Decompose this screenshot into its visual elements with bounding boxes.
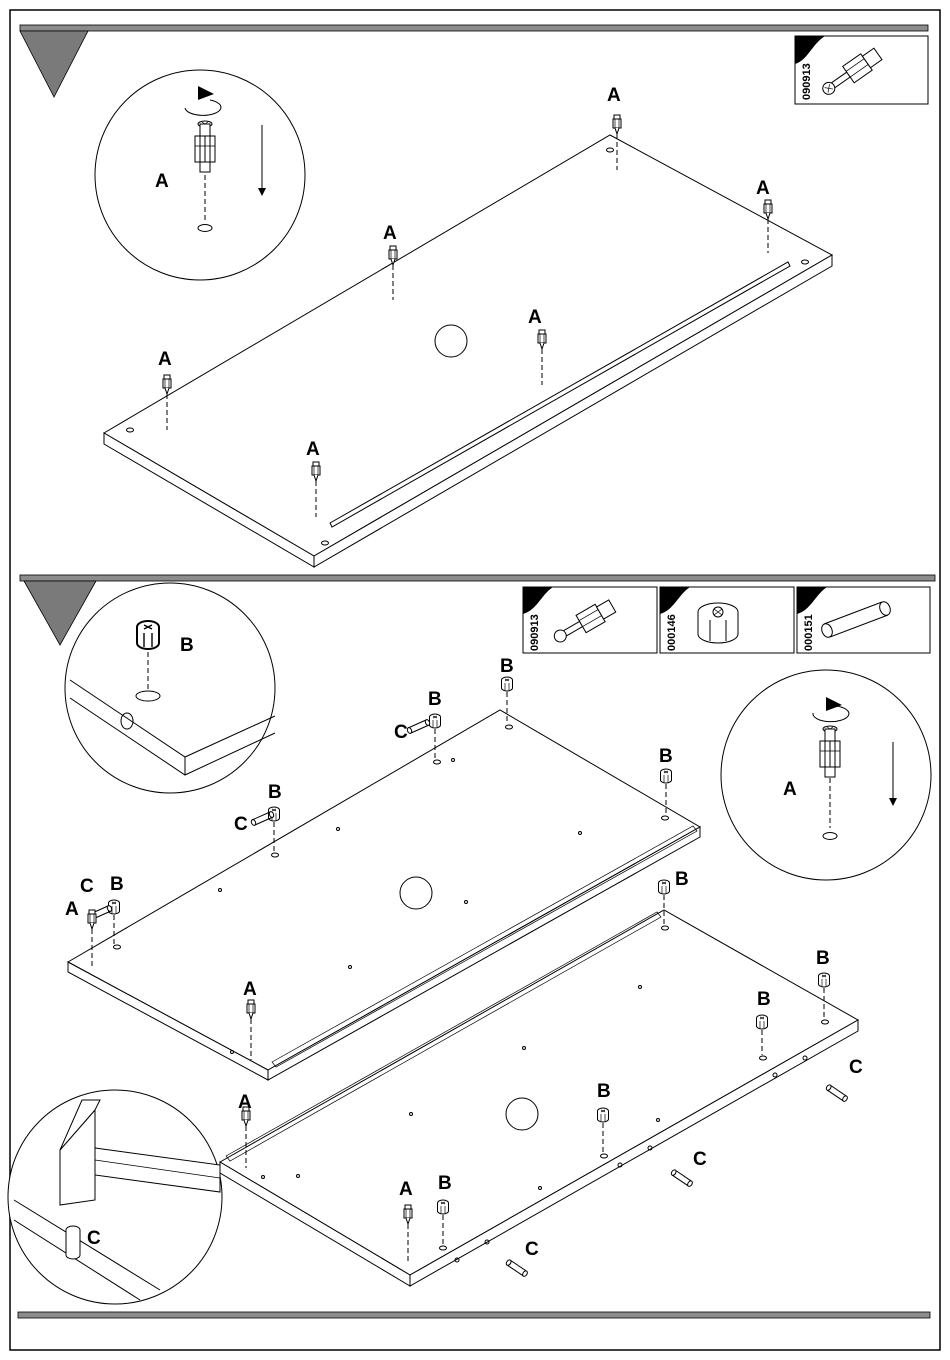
step-2: 090913 000146 — [8, 575, 935, 1318]
label-a: A — [783, 779, 797, 800]
label-c: C — [849, 1057, 863, 1078]
dowel-c-5: C — [669, 1149, 707, 1192]
label-a: A — [65, 899, 79, 920]
part-code-label: 090913 — [529, 614, 541, 651]
part-code-label: 000151 — [803, 614, 815, 651]
label-a: A — [756, 178, 770, 199]
cam-lock-icon — [698, 603, 738, 643]
zoom-detail-cam-lock: B — [65, 583, 275, 793]
step-1-header-rule — [20, 25, 928, 31]
dowel-c-3: C — [80, 876, 113, 920]
label-a: A — [238, 1092, 252, 1113]
label-a: A — [607, 85, 621, 106]
dowel-c-6: C — [504, 1239, 539, 1282]
label-a: A — [383, 223, 397, 244]
label-c: C — [234, 814, 248, 835]
step-2-header-rule — [20, 575, 935, 581]
label-b: B — [268, 782, 282, 803]
part-box-000151: 000151 — [797, 587, 930, 653]
label-b: B — [675, 869, 689, 890]
label-a: A — [399, 1179, 413, 1200]
label-c: C — [394, 722, 408, 743]
part-box-090913: 090913 — [523, 587, 657, 653]
label-b: B — [180, 635, 194, 656]
zoom-detail-bolt: A — [721, 670, 931, 880]
step-1: 090913 A — [20, 25, 928, 567]
zoom-detail-bolt: A — [95, 70, 305, 280]
label-b: B — [597, 1081, 611, 1102]
dowel-c-4: C — [824, 1057, 863, 1107]
part-code-label: 000146 — [666, 614, 678, 651]
footer-rule — [18, 1312, 930, 1318]
label-b: B — [110, 874, 124, 895]
label-b: B — [438, 1173, 452, 1194]
label-b: B — [500, 656, 514, 677]
part-code-label: 090913 — [801, 63, 813, 100]
triangle-step-marker-icon — [20, 31, 88, 97]
label-a: A — [306, 439, 320, 460]
label-a: A — [243, 979, 257, 1000]
label-a: A — [528, 307, 542, 328]
label-a: A — [155, 171, 169, 192]
label-b: B — [428, 689, 442, 710]
label-c: C — [525, 1239, 539, 1260]
label-a: A — [158, 349, 172, 370]
part-box-000146: 000146 — [660, 587, 794, 653]
label-c: C — [80, 876, 94, 897]
part-box-090913: 090913 — [795, 36, 928, 104]
label-b: B — [659, 746, 673, 767]
label-c: C — [693, 1149, 707, 1170]
label-c: C — [87, 1228, 101, 1249]
dowel-c-1: C — [394, 719, 431, 743]
zoom-detail-hammer: C — [8, 1090, 222, 1304]
label-b: B — [757, 989, 771, 1010]
label-b: B — [816, 948, 830, 969]
